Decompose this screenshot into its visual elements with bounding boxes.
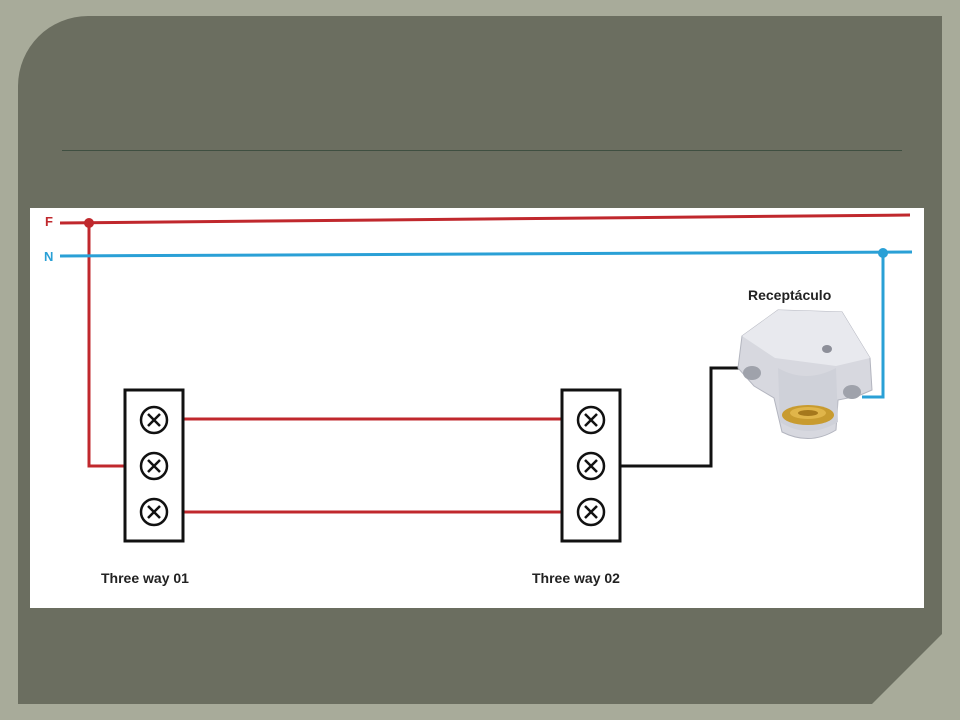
three-way-switch-2 bbox=[560, 388, 622, 543]
neutral-drop-wire bbox=[862, 253, 885, 399]
terminal-screw-icon bbox=[139, 451, 169, 481]
switch-2-label: Three way 02 bbox=[532, 570, 620, 586]
switch-1-label: Three way 01 bbox=[101, 570, 189, 586]
neutral-label: N bbox=[44, 249, 54, 264]
title-divider bbox=[62, 150, 902, 151]
terminal-screw-icon bbox=[576, 497, 606, 527]
phase-label: F bbox=[45, 214, 53, 229]
wiring-diagram-svg bbox=[59, 213, 913, 543]
terminal-screw-icon bbox=[576, 451, 606, 481]
three-way-switch-1 bbox=[123, 388, 185, 543]
terminal-screw-icon bbox=[576, 405, 606, 435]
receptacle-label: Receptáculo bbox=[748, 287, 832, 303]
terminal-screw-icon bbox=[139, 405, 169, 435]
return-wire bbox=[620, 366, 742, 468]
wiring-diagram: F N Receptáculo Three way 01 Three way 0… bbox=[30, 208, 924, 608]
neutral-wire bbox=[59, 250, 913, 258]
phase-drop-wire bbox=[87, 223, 125, 468]
terminal-screw-icon bbox=[139, 497, 169, 527]
lamp-receptacle-icon bbox=[737, 309, 873, 439]
phase-wire bbox=[59, 213, 911, 225]
